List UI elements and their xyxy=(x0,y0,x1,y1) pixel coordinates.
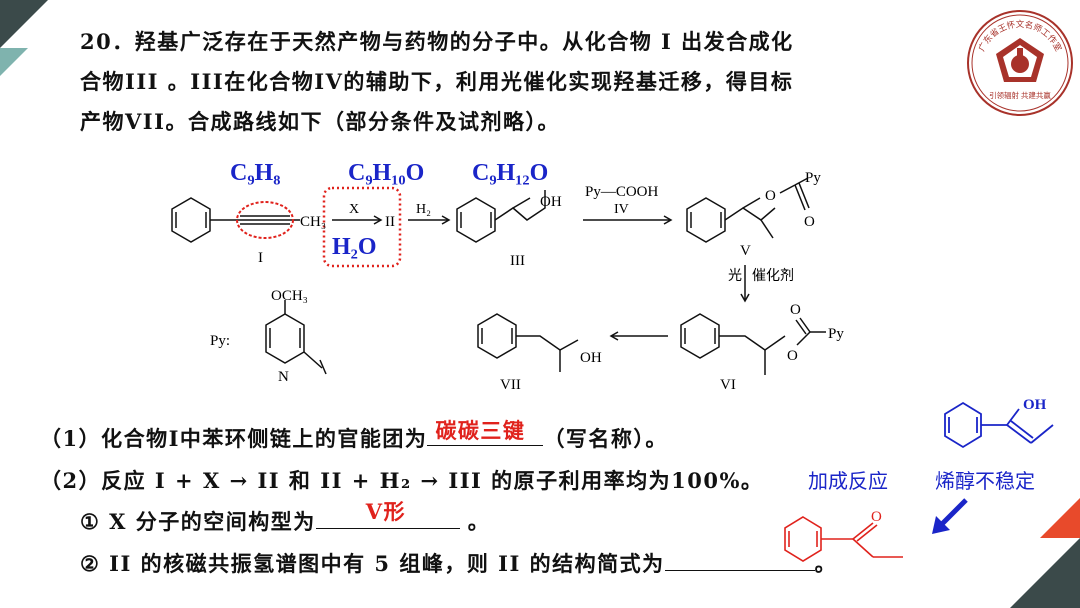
label-py-definition: Py: xyxy=(210,333,230,349)
label-compound-II: II xyxy=(385,214,395,230)
label-pyridine-n: N xyxy=(278,369,289,385)
question-stem-line3: 产物VII。合成路线如下（部分条件及试剂略）。 xyxy=(80,109,560,134)
part1-answer: 碳碳三键 xyxy=(435,418,526,443)
label-compound-III: III xyxy=(510,253,525,269)
label-reagent-x: X xyxy=(349,202,359,217)
question-stem-line2: 合物III 。III在化合物IV的辅助下，利用光催化实现羟基迁移，得目标 xyxy=(80,69,794,94)
question-stem-line1: 20．羟基广泛存在于天然产物与药物的分子中。从化合物 I 出发合成化 xyxy=(80,29,794,54)
structure-pyridine-Py xyxy=(265,300,327,375)
blue-arrow-icon xyxy=(932,498,968,534)
label-o-ester-VI: O xyxy=(787,348,798,364)
answer-reagent-X: H₂O xyxy=(332,234,377,260)
ketone-structure-answer: O xyxy=(784,509,903,562)
label-compound-VI: VI xyxy=(720,377,736,393)
corner-decoration-bottom-right xyxy=(1010,538,1080,608)
formula-compound-II: C₉H₁₀O xyxy=(348,160,425,186)
seal-bottom-text: 引领辐射 共建共赢 xyxy=(989,90,1051,100)
part1-answer-blank: 碳碳三键 xyxy=(427,418,544,446)
label-compound-VII: VII xyxy=(500,377,521,393)
structure-compound-I xyxy=(171,197,300,243)
enol-structure: OH xyxy=(944,397,1054,449)
label-ch3: CH₃ xyxy=(300,214,326,230)
structure-compound-III xyxy=(456,190,546,243)
label-oh-VII: OH xyxy=(580,350,602,366)
label-reagent-h2: H₂ xyxy=(416,202,431,217)
corner-decoration-bottom-right-accent xyxy=(1040,498,1080,538)
synthesis-scheme: CH₃ X II H₂ OH Py—COOH IV O Py O 光 催化剂 O… xyxy=(171,170,844,393)
label-catalyst: 催化剂 xyxy=(752,268,794,284)
label-py-cooh: Py—COOH xyxy=(585,184,659,200)
label-o-carbonyl-V: O xyxy=(804,214,815,230)
label-oh-III: OH xyxy=(540,194,562,210)
part2-1-answer: V形 xyxy=(365,499,407,524)
label-o-ester-V: O xyxy=(765,188,776,204)
part2-question: （2）反应 I + X → II 和 II + H₂ → III 的原子利用率均… xyxy=(40,468,764,493)
part2-1-answer-blank: V形 xyxy=(315,499,460,529)
formula-compound-I: C₉H₈ xyxy=(230,160,281,186)
part2-2-question: ② II 的核磁共振氢谱图中有 5 组峰，则 II 的结构简式为。 xyxy=(80,548,837,578)
structure-compound-VI xyxy=(680,313,826,375)
note-enol-unstable: 烯醇不稳定 xyxy=(935,469,1035,493)
enol-oh-label: OH xyxy=(1023,397,1047,413)
label-compound-V: V xyxy=(740,243,751,259)
note-addition-reaction: 加成反应 xyxy=(808,469,888,493)
corner-decoration-top-left xyxy=(0,0,48,48)
label-py-VI: Py xyxy=(828,326,844,342)
label-light: 光 xyxy=(728,268,742,284)
label-och3: OCH₃ xyxy=(271,288,308,304)
seal-logo: 广东省王怀文名师工作室 引领辐射 共建共赢 xyxy=(967,10,1073,116)
ketone-o-label: O xyxy=(871,509,882,525)
label-reagent-IV: IV xyxy=(614,202,629,217)
structure-compound-V xyxy=(686,177,810,243)
formula-compound-III: C₉H₁₂O xyxy=(472,160,549,186)
label-compound-I: I xyxy=(258,250,263,266)
corner-decoration-top-left-accent xyxy=(0,48,28,76)
part1-question: （1）化合物I中苯环侧链上的官能团为碳碳三键（写名称）。 xyxy=(40,418,668,453)
label-py-V: Py xyxy=(805,170,821,186)
label-o-carbonyl-VI: O xyxy=(790,302,801,318)
part2-2-answer-blank xyxy=(664,548,815,571)
structure-compound-VII xyxy=(477,313,579,372)
